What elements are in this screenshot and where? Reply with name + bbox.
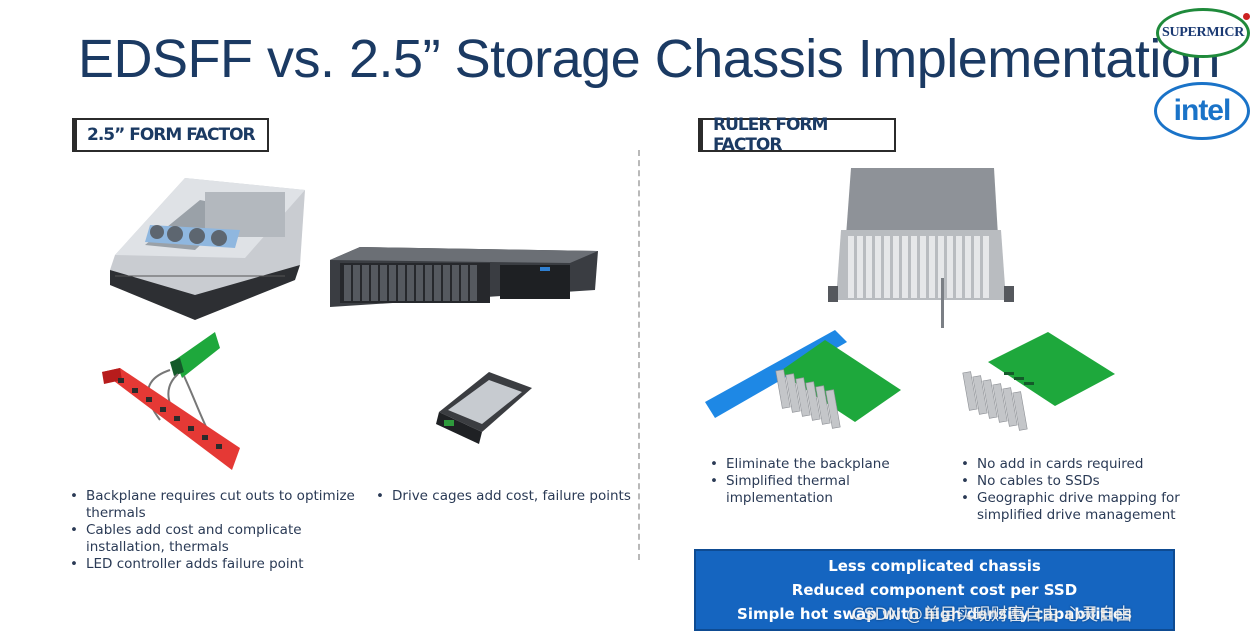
callout-line: Reduced component cost per SSD — [791, 581, 1078, 599]
list-item: Drive cages add cost, failure points — [374, 488, 634, 505]
section-label-ruler-form-factor: RULER FORM FACTOR — [698, 115, 896, 155]
intel-logo: intel — [1154, 82, 1250, 140]
supermicro-logo-text: SUPERMICR — [1161, 25, 1245, 40]
list-item: Geographic drive mapping for simplified … — [959, 490, 1189, 524]
list-item: Eliminate the backplane — [708, 456, 958, 473]
callout-line: Simple hot swap with high density capabi… — [737, 605, 1132, 623]
column-divider — [638, 150, 640, 560]
right-bullets-b: No add in cards required No cables to SS… — [959, 456, 1189, 524]
ruler-board-image — [962, 332, 1115, 431]
list-item: No add in cards required — [959, 456, 1189, 473]
open-server-chassis-image — [110, 178, 305, 320]
left-bullets-b: Drive cages add cost, failure points — [374, 488, 634, 505]
list-item: Cables add cost and complicate installat… — [68, 522, 380, 556]
backplane-with-cables-image — [102, 332, 240, 470]
list-item: No cables to SSDs — [959, 473, 1189, 490]
slide-title: EDSFF vs. 2.5” Storage Chassis Implement… — [78, 29, 1220, 89]
section-label-text: RULER FORM FACTOR — [713, 115, 828, 155]
registered-mark-icon — [1243, 13, 1250, 20]
benefits-callout: Less complicated chassis Reduced compone… — [694, 549, 1175, 631]
ruler-chassis-image — [828, 168, 1014, 328]
section-label-text: 2.5” FORM FACTOR — [87, 125, 256, 145]
list-item: Backplane requires cut outs to optimize … — [68, 488, 380, 522]
supermicro-logo: SUPERMICR — [1156, 8, 1250, 58]
left-bullets-a: Backplane requires cut outs to optimize … — [68, 488, 380, 573]
rack-server-front-image — [330, 247, 598, 307]
ruler-backplane-image — [705, 330, 901, 429]
list-item: Simplified thermal implementation — [708, 473, 958, 507]
section-label-2-5-form-factor: 2.5” FORM FACTOR — [72, 118, 269, 152]
intel-logo-text: intel — [1173, 94, 1232, 127]
callout-line: Less complicated chassis — [828, 557, 1041, 575]
right-bullets-a: Eliminate the backplane Simplified therm… — [708, 456, 958, 507]
list-item: LED controller adds failure point — [68, 556, 380, 573]
watermark: CSDN @单目实现财富自由 心灵自由 — [852, 605, 1133, 625]
drive-cage-image — [436, 372, 532, 444]
